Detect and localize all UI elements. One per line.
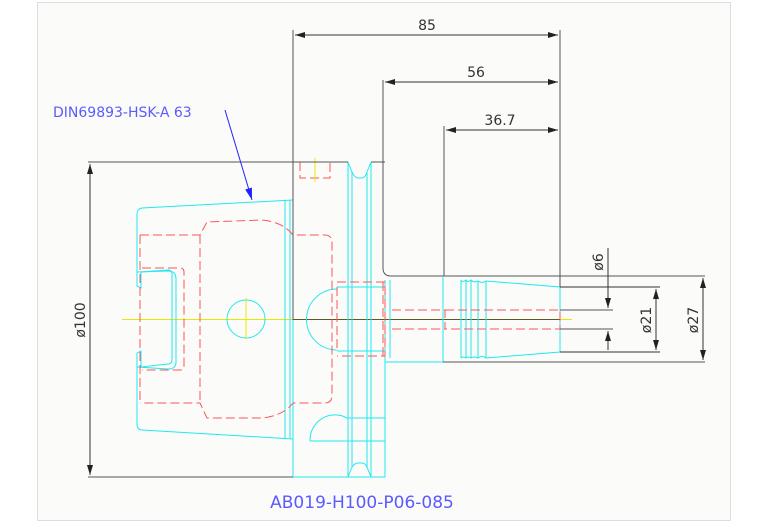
dimension-lines [87, 30, 706, 478]
leader-line [224, 109, 253, 201]
dim-phi21: ø21 [639, 307, 655, 333]
dim-phi27: ø27 [686, 307, 702, 333]
dim-36-7: 36.7 [484, 113, 515, 129]
dim-56: 56 [467, 65, 485, 81]
dim-phi100: ø100 [73, 302, 89, 337]
standard-label: DIN69893-HSK-A 63 [53, 105, 192, 121]
dim-phi6: ø6 [591, 253, 607, 271]
part-number: AB019-H100-P06-085 [270, 493, 454, 513]
drawing-frame [37, 2, 731, 521]
dim-85: 85 [418, 18, 436, 34]
